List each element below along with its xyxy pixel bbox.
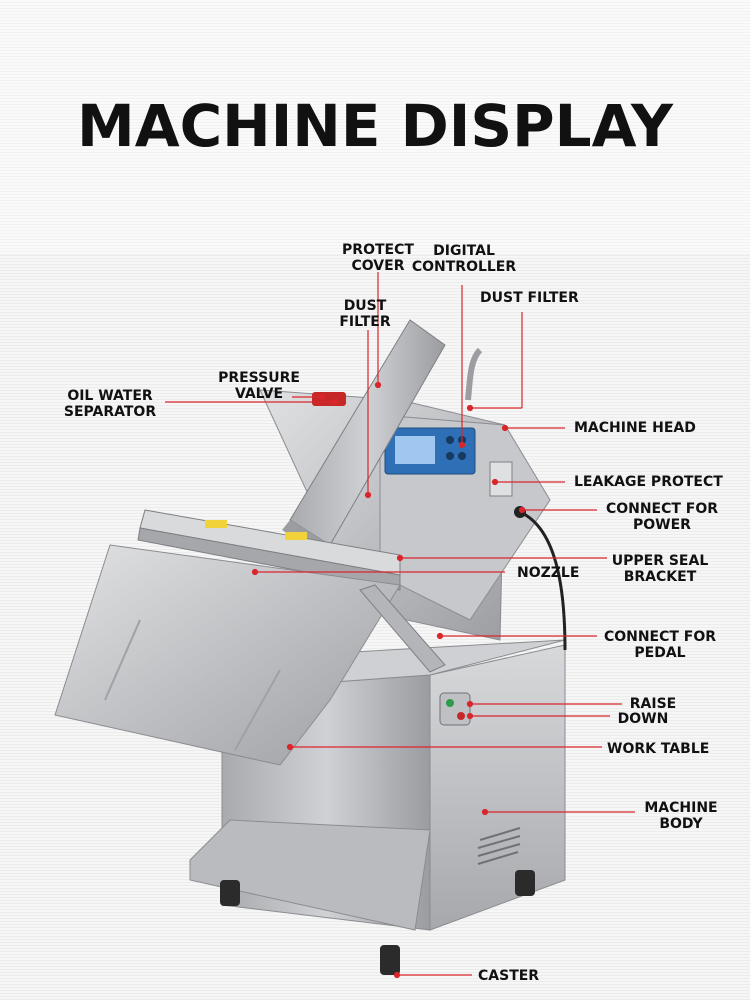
header-background: [0, 0, 750, 255]
label-digital-controller: DIGITAL CONTROLLER: [411, 243, 517, 275]
label-caster: CASTER: [478, 968, 540, 984]
label-machine-head: MACHINE HEAD: [574, 420, 696, 436]
label-pressure-valve: PRESSURE VALVE: [218, 370, 300, 402]
page-title: MACHINE DISPLAY: [77, 92, 673, 160]
support-arm: [359, 584, 446, 673]
label-machine-body: MACHINE BODY: [644, 800, 718, 832]
raise-button-indicator: [446, 699, 454, 707]
label-oil-water-separator: OIL WATER SEPARATOR: [63, 388, 157, 420]
upper-seal-bracket: [137, 509, 401, 591]
label-connect-power: CONNECT FOR POWER: [605, 501, 719, 533]
label-dust-filter-right: DUST FILTER: [480, 290, 579, 306]
label-upper-seal-bracket: UPPER SEAL BRACKET: [611, 553, 709, 585]
machine-head: [259, 389, 551, 641]
label-raise: RAISE: [629, 696, 677, 712]
label-protect-cover: PROTECT COVER: [342, 242, 414, 274]
work-table: [54, 544, 401, 766]
label-work-table: WORK TABLE: [607, 741, 710, 757]
label-dust-filter-top: DUST FILTER: [339, 298, 391, 330]
power-cable: [519, 510, 567, 651]
casters: [220, 870, 535, 975]
label-connect-pedal: CONNECT FOR PEDAL: [603, 629, 717, 661]
label-leakage-protect: LEAKAGE PROTECT: [574, 474, 723, 490]
label-nozzle: NOZZLE: [517, 565, 580, 581]
leader-lines: [165, 272, 635, 979]
hose: [465, 347, 483, 401]
vent-grille: [477, 827, 521, 865]
label-down: DOWN: [617, 711, 669, 727]
oil-water-separator: [312, 392, 346, 406]
down-button-indicator: [457, 712, 465, 720]
